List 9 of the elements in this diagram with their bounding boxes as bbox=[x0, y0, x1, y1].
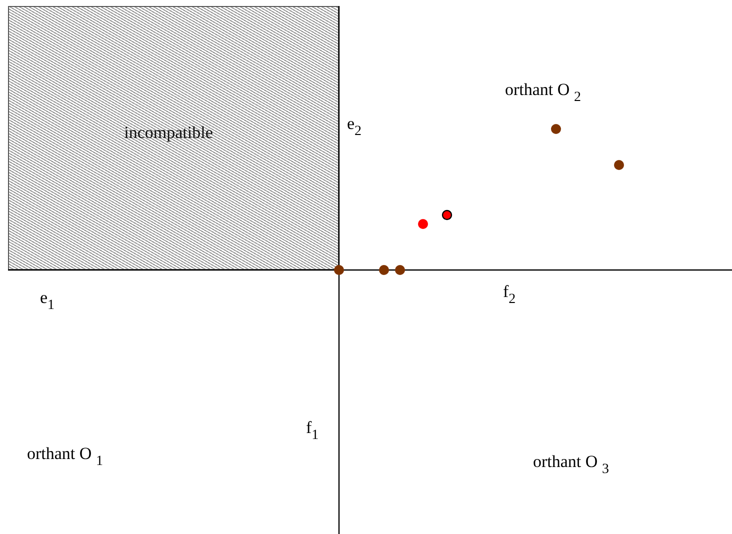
hatched-region bbox=[8, 6, 339, 270]
axis-label: orthant O $_{1}$ bbox=[27, 444, 103, 471]
region-label: incompatible bbox=[124, 123, 213, 143]
axis-label: e$_{2}$ bbox=[347, 114, 362, 141]
axis-label: f$_{1}$ bbox=[306, 418, 319, 445]
axis-label: orthant O $_{3}$ bbox=[533, 452, 609, 479]
axis-label: f$_{2}$ bbox=[503, 282, 516, 309]
axis-label: e$_{1}$ bbox=[40, 288, 55, 315]
axis-label: orthant O $_{2}$ bbox=[505, 80, 581, 107]
